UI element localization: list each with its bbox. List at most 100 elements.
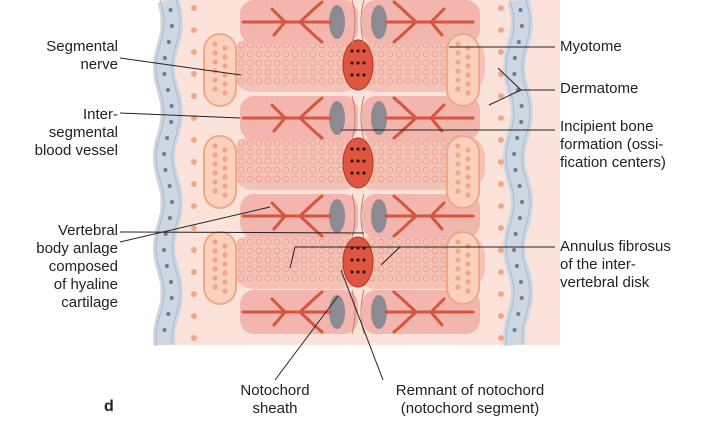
dermatome-cell — [191, 49, 197, 55]
myotome-cell — [455, 68, 460, 73]
myotome-cell — [212, 284, 217, 289]
myotome-cell — [222, 183, 227, 188]
myotome-cell — [455, 161, 460, 166]
myotome-cell — [222, 243, 227, 248]
label-vertebral-body-anlage: Vertebral body anlage composed of hyalin… — [8, 222, 118, 312]
notochord-cell — [362, 171, 365, 174]
myotome-right — [447, 136, 479, 208]
skin-cell — [166, 88, 170, 92]
notochord-segment — [343, 237, 373, 287]
label-annulus-fibrosus: Annulus fibrosus of the inter- vertebral… — [560, 238, 714, 292]
notochord-cell — [362, 147, 365, 150]
notochord-cell — [362, 73, 365, 76]
skin-band-right — [514, 0, 522, 345]
myotome-cell — [465, 90, 470, 95]
dermatome-cell — [498, 291, 504, 297]
skin-cell — [168, 216, 172, 220]
myotome-cell — [222, 252, 227, 257]
skin-cell — [163, 328, 167, 332]
myotome-cell — [465, 165, 470, 170]
dermatome-cell — [191, 5, 197, 11]
skin-cell — [515, 136, 519, 140]
skin-cell — [514, 232, 518, 236]
myotome-left — [204, 136, 236, 208]
dermatome-cell — [191, 269, 197, 275]
myotome-cell — [212, 77, 217, 82]
skin-cell — [520, 200, 524, 204]
myotome-cell — [222, 81, 227, 86]
myotome-cell — [465, 72, 470, 77]
myotome-cell — [212, 161, 217, 166]
myotome-cell — [212, 152, 217, 157]
myotome-cell — [455, 179, 460, 184]
skin-cell — [518, 216, 522, 220]
label-incipient-bone-formation: Incipient bone formation (ossi- fication… — [560, 118, 714, 172]
skin-cell — [166, 312, 170, 316]
myotome-cell — [455, 248, 460, 253]
dermatome-cell — [191, 291, 197, 297]
label-segmental-nerve: Segmental nerve — [8, 38, 118, 74]
dermatome-cell — [191, 159, 197, 165]
myotome-cell — [455, 266, 460, 271]
label-notochord-sheath: Notochord sheath — [225, 382, 325, 418]
dermatome-cell — [191, 225, 197, 231]
dermatome-cell — [498, 225, 504, 231]
myotome-cell — [455, 41, 460, 46]
myotome-right — [447, 34, 479, 106]
notochord-cell — [356, 61, 359, 64]
dermatome-cell — [191, 71, 197, 77]
myotome-cell — [212, 41, 217, 46]
skin-cell — [513, 328, 517, 332]
notochord-cell — [350, 159, 353, 162]
dermatome-cell — [191, 93, 197, 99]
skin-cell — [513, 56, 517, 60]
dermatome-cell — [498, 115, 504, 121]
myotome-cell — [465, 243, 470, 248]
myotome-cell — [455, 86, 460, 91]
dermatome-cell — [498, 269, 504, 275]
skin-cell — [170, 24, 174, 28]
skin-cell — [513, 168, 517, 172]
myotome-cell — [212, 257, 217, 262]
skin-cell — [518, 184, 522, 188]
notochord-segment — [343, 40, 373, 90]
myotome-right — [447, 232, 479, 304]
myotome-cell — [212, 266, 217, 271]
myotome-cell — [222, 165, 227, 170]
dermatome-cell — [191, 313, 197, 319]
myotome-cell — [455, 59, 460, 64]
notochord-cell — [356, 73, 359, 76]
dermatome-cell — [498, 27, 504, 33]
dermatome-cell — [191, 137, 197, 143]
dermatome-cell — [498, 181, 504, 187]
myotome-cell — [222, 174, 227, 179]
notochord-cell — [362, 258, 365, 261]
skin-cell — [520, 24, 524, 28]
myotome-cell — [465, 63, 470, 68]
myotome-cell — [222, 63, 227, 68]
skin-cell — [519, 8, 523, 12]
myotome-cell — [222, 192, 227, 197]
label-intersegmental-blood-vessel: Inter- segmental blood vessel — [8, 106, 118, 160]
dermatome-cell — [498, 5, 504, 11]
notochord-cell — [350, 49, 353, 52]
skin-cell — [162, 248, 166, 252]
skin-cell — [163, 56, 167, 60]
label-dermatome: Dermatome — [560, 80, 710, 98]
skin-cell — [516, 312, 520, 316]
skin-cell — [520, 104, 524, 108]
myotome-cell — [212, 275, 217, 280]
notochord-cell — [350, 171, 353, 174]
notochord-cell — [356, 49, 359, 52]
skin-cell — [517, 40, 521, 44]
notochord-cell — [350, 258, 353, 261]
dermatome-cell — [498, 71, 504, 77]
dermatome-cell — [191, 27, 197, 33]
dermatome-cell — [191, 181, 197, 187]
dermatome-cell — [498, 137, 504, 143]
skin-cell — [167, 40, 171, 44]
dermatome-cell — [498, 203, 504, 209]
skin-cell — [520, 296, 524, 300]
myotome-cell — [465, 288, 470, 293]
